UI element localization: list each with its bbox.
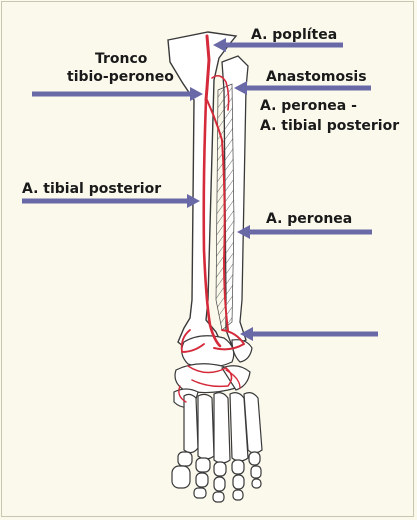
label-tronco-line2: tibio-peroneo bbox=[67, 69, 174, 86]
tibioperoneal-trunk bbox=[206, 88, 207, 100]
label-peronea: A. peronea bbox=[266, 211, 352, 228]
foot-bones bbox=[172, 393, 262, 502]
label-anastomosis: Anastomosis bbox=[266, 69, 367, 86]
label-tibial-posterior: A. tibial posterior bbox=[22, 181, 161, 198]
label-anastomosis-sub1: A. peronea - bbox=[260, 98, 357, 115]
label-anastomosis-sub2: A. tibial posterior bbox=[260, 118, 399, 135]
label-poplitea: A. poplítea bbox=[251, 27, 337, 44]
label-tronco-line1: Tronco bbox=[95, 51, 147, 68]
